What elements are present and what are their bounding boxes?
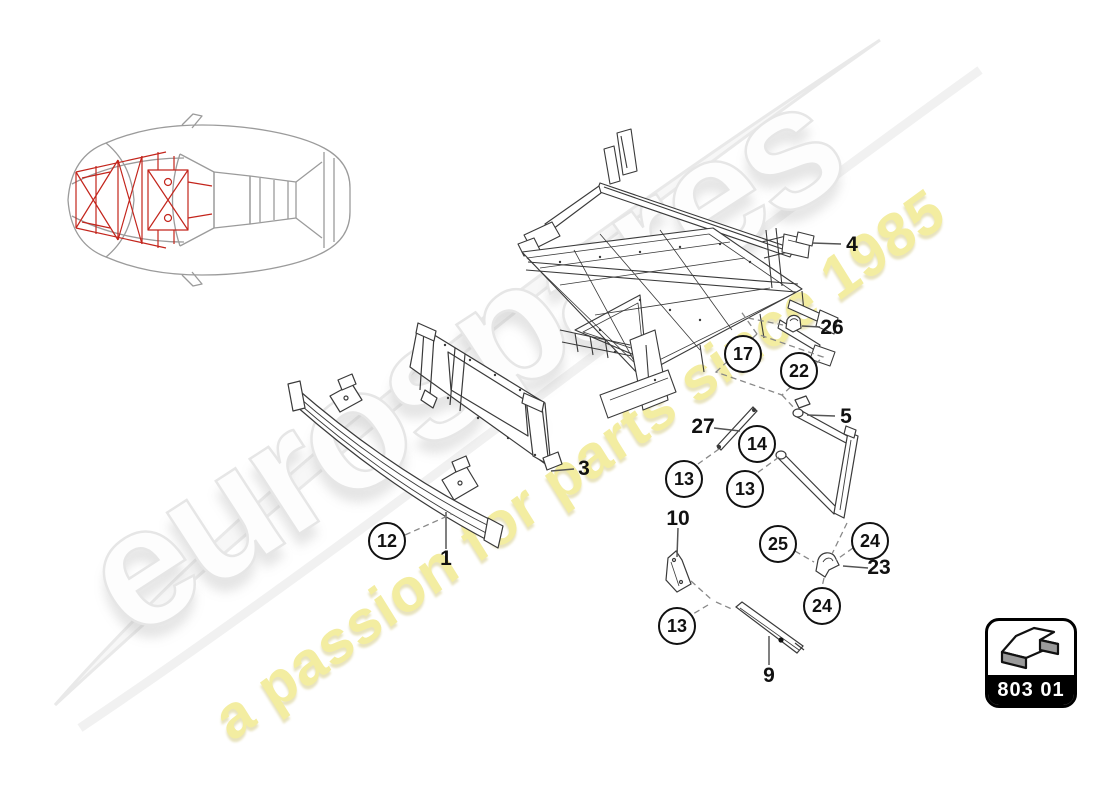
callout-17[interactable]: 17 (724, 335, 762, 373)
part-label-27[interactable]: 27 (691, 415, 715, 438)
bumper-beam-part (287, 373, 504, 549)
page-code-box: 803 01 (985, 618, 1077, 708)
part-label-3[interactable]: 3 (578, 457, 590, 480)
car-top-view (67, 113, 351, 287)
strut-rod-part (735, 601, 805, 654)
tie-rod-part (716, 406, 758, 451)
small-bracket-part (665, 550, 692, 593)
front-panel-part (409, 322, 563, 471)
leader-lines (445, 242, 869, 665)
part-label-26[interactable]: 26 (820, 316, 844, 339)
clip-26-part (785, 314, 802, 333)
retainer-clip-part (815, 552, 840, 578)
part-label-1[interactable]: 1 (440, 547, 452, 570)
part-label-5[interactable]: 5 (840, 405, 852, 428)
part-label-4[interactable]: 4 (846, 233, 858, 256)
callout-14[interactable]: 14 (738, 425, 776, 463)
highlighted-front-frame (75, 151, 213, 249)
part-label-9[interactable]: 9 (763, 664, 775, 687)
page-code-label: 803 01 (988, 675, 1074, 705)
part-label-10[interactable]: 10 (666, 507, 690, 530)
section-icon-area (988, 621, 1074, 675)
part-label-23[interactable]: 23 (867, 556, 891, 579)
callout-13-b[interactable]: 13 (726, 470, 764, 508)
front-frame-part (517, 128, 839, 419)
callout-13-c[interactable]: 13 (658, 607, 696, 645)
brace-bracket-part (775, 395, 859, 519)
callout-25[interactable]: 25 (759, 525, 797, 563)
assembly-dashed-lines (404, 309, 854, 615)
callout-13-a[interactable]: 13 (665, 460, 703, 498)
callout-12[interactable]: 12 (368, 522, 406, 560)
callout-22[interactable]: 22 (780, 352, 818, 390)
callout-24-b[interactable]: 24 (803, 587, 841, 625)
callout-24-a[interactable]: 24 (851, 522, 889, 560)
frame-section-icon (1000, 626, 1060, 670)
